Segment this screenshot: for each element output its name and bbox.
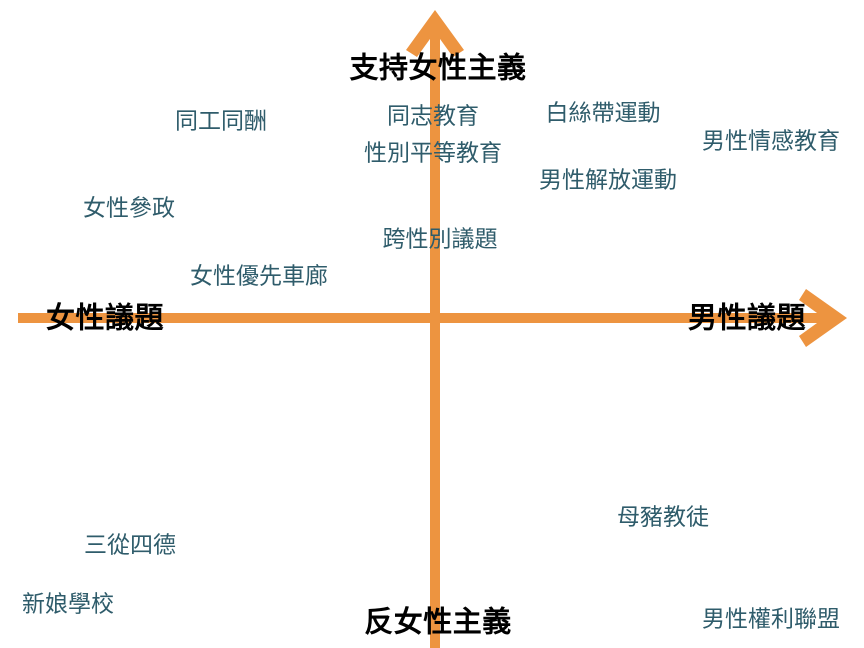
quadrant-item: 新娘學校	[22, 591, 114, 618]
quadrant-item: 女性參政	[83, 195, 175, 222]
axis-label-right: 男性議題	[687, 300, 806, 335]
vertical-axis-arrowhead	[406, 10, 464, 57]
axis-label-bottom: 反女性主義	[364, 604, 512, 639]
quadrant-item: 三從四德	[84, 532, 176, 559]
quadrant-item: 性別平等教育	[364, 140, 502, 167]
quadrant-item: 同志教育	[387, 103, 479, 130]
quadrant-item: 男性情感教育	[702, 128, 840, 155]
quadrant-item: 跨性別議題	[382, 226, 498, 253]
quadrant-item: 男性權利聯盟	[702, 606, 840, 633]
quadrant-item: 母豬教徒	[617, 504, 709, 531]
axis-label-left: 女性議題	[46, 300, 165, 335]
quadrant-item: 同工同酬	[175, 108, 267, 135]
horizontal-axis-line	[18, 313, 833, 323]
axis-label-top: 支持女性主義	[349, 50, 527, 85]
quadrant-item: 白絲帶運動	[545, 100, 661, 127]
quadrant-item: 女性優先車廊	[190, 263, 328, 290]
horizontal-axis-arrowhead	[799, 289, 847, 347]
vertical-axis-line	[430, 30, 440, 648]
horizontal-axis	[18, 289, 847, 347]
quadrant-item: 男性解放運動	[539, 167, 677, 194]
vertical-axis	[406, 10, 464, 648]
